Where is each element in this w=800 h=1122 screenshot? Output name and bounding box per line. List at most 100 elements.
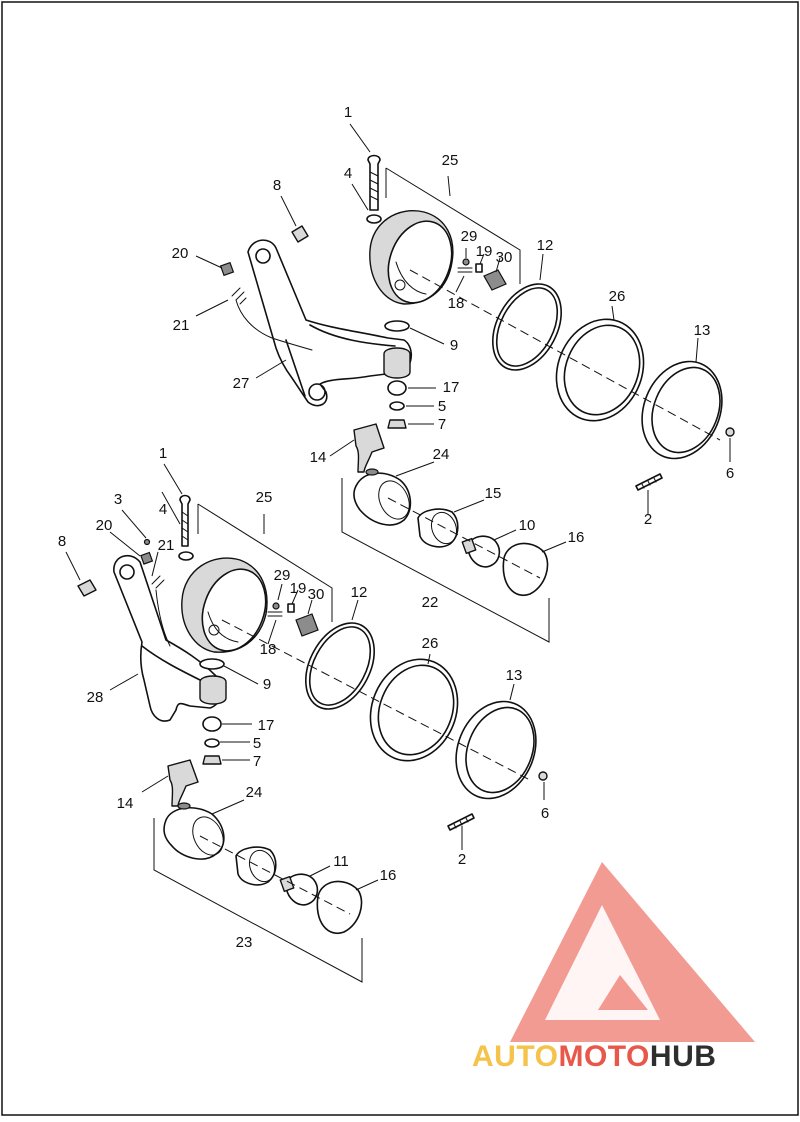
callout-label: 1	[159, 445, 167, 462]
callout-label: 7	[438, 416, 446, 433]
callout-label: 23	[236, 934, 253, 951]
callout-label: 15	[485, 485, 502, 502]
lower-washer-4	[178, 551, 194, 561]
callout-label: 21	[173, 317, 190, 334]
callout-label: 20	[172, 245, 189, 262]
upper-washer-9	[384, 320, 410, 332]
upper-washer-4	[366, 214, 382, 224]
callout-label: 4	[344, 165, 352, 182]
upper-socket-15	[417, 508, 459, 548]
callout-label: 20	[96, 517, 113, 534]
callout-label: 1	[344, 104, 352, 121]
upper-turn-signal-housing	[353, 472, 412, 526]
callout-label: 13	[506, 667, 523, 684]
lower-mounting-bracket	[113, 554, 223, 722]
upper-acorn-nut	[291, 225, 309, 243]
callout-label: 7	[253, 753, 261, 770]
watermark-moto: MOTO	[558, 1040, 649, 1073]
upper-fastener-29	[462, 258, 470, 266]
upper-wire-harness	[235, 299, 313, 351]
upper-stem-14	[353, 423, 385, 473]
callout-label: 16	[380, 867, 397, 884]
upper-connector-20	[219, 261, 235, 277]
lower-washer-9	[199, 658, 225, 670]
upper-bolt-1	[367, 154, 381, 211]
lower-bolt-1	[179, 494, 191, 547]
callout-label: 27	[233, 375, 250, 392]
callout-label: 12	[351, 584, 368, 601]
callout-label: 10	[519, 517, 536, 534]
lower-fastener-3	[143, 538, 151, 546]
callout-label: 3	[114, 491, 122, 508]
lower-socket	[235, 846, 277, 886]
callout-label: 8	[58, 533, 66, 550]
callout-label: 25	[442, 152, 459, 169]
upper-fastener-6	[725, 427, 735, 437]
upper-terminal-18	[457, 267, 473, 273]
upper-clip-19	[475, 263, 483, 273]
leader-lines	[65, 123, 731, 891]
callout-label: 9	[263, 676, 271, 693]
callout-label: 9	[450, 337, 458, 354]
callout-label: 19	[290, 580, 307, 597]
callout-label: 25	[256, 489, 273, 506]
callout-label: 24	[246, 784, 263, 801]
callout-label: 14	[117, 795, 134, 812]
callout-label: 5	[438, 398, 446, 415]
callout-label: 24	[433, 446, 450, 463]
callout-label: 17	[258, 717, 275, 734]
callout-label: 16	[568, 529, 585, 546]
callout-label: 26	[609, 288, 626, 305]
bracket-slot-top	[255, 248, 271, 264]
lower-trim-ring	[455, 700, 537, 800]
callout-label: 8	[273, 177, 281, 194]
upper-bushing-17	[387, 380, 407, 396]
callout-label: 26	[422, 635, 439, 652]
upper-assembly	[219, 154, 735, 643]
lower-connector-20	[140, 551, 154, 565]
callout-label: 17	[443, 379, 460, 396]
callout-label: 14	[310, 449, 327, 466]
callout-label: 21	[158, 537, 175, 554]
lower-rubber-mount	[199, 675, 227, 705]
callout-label: 29	[461, 228, 478, 245]
callout-labels-upper: 1 4 8 20 21 27 25 29 19 30 18 12 26 13 9…	[172, 104, 735, 611]
callout-label: 18	[448, 295, 465, 312]
callout-label: 18	[260, 641, 277, 658]
callout-labels-lower: 1 3 4 8 20 21 25 29 19 30 12 18 9 28 26 …	[58, 445, 549, 951]
watermark-logo: AUTOMOTOHUB	[472, 862, 755, 1073]
callout-label: 5	[253, 735, 261, 752]
lower-assembly	[77, 494, 548, 983]
lower-wire-harness	[155, 589, 171, 647]
lower-gasket-ring	[305, 622, 375, 710]
callout-label: 22	[422, 594, 439, 611]
lower-nut-7	[202, 755, 222, 765]
lower-bushing-17	[202, 716, 222, 732]
lower-stem-14	[167, 759, 199, 807]
watermark-auto: AUTO	[472, 1040, 558, 1073]
upper-lens-16	[502, 542, 549, 596]
callout-label: 6	[726, 465, 734, 482]
callout-label: 19	[476, 243, 493, 260]
callout-label: 2	[644, 511, 652, 528]
lower-turn-signal-housing	[163, 807, 225, 860]
lower-bracket-slot	[119, 564, 135, 580]
callout-label: 4	[159, 501, 167, 518]
callout-label: 29	[274, 567, 291, 584]
lower-headlamp-unit	[369, 658, 459, 762]
lower-washer-5	[204, 738, 220, 748]
watermark-text: AUTOMOTOHUB	[472, 1040, 716, 1073]
upper-washer-5	[389, 401, 405, 411]
upper-trim-ring	[641, 360, 723, 460]
lower-module-30	[295, 613, 319, 637]
upper-module-30	[483, 269, 507, 291]
lower-lens-16	[316, 880, 363, 934]
lower-terminal-18	[267, 611, 283, 617]
lower-acorn-nut	[77, 579, 97, 597]
upper-nut-7	[387, 419, 407, 429]
lower-fastener-29	[272, 602, 280, 610]
callout-label: 30	[496, 249, 513, 266]
